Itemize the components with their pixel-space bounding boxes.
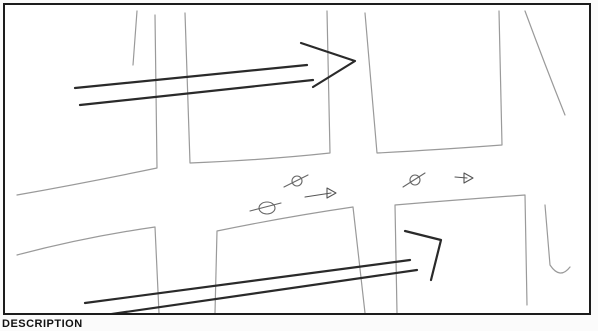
pedestrian-1	[284, 175, 308, 187]
storyboard-frame	[3, 3, 591, 315]
direction-arrow-top	[75, 43, 355, 105]
street-sketch	[5, 5, 589, 313]
motion-arrow-2	[455, 173, 473, 183]
motion-arrow-1	[305, 188, 336, 198]
city-blocks	[17, 11, 570, 313]
pedestrian-3	[403, 173, 425, 187]
direction-arrow-bottom	[85, 231, 441, 313]
caption-label: DESCRIPTION	[2, 318, 83, 330]
pedestrian-2	[250, 202, 281, 214]
